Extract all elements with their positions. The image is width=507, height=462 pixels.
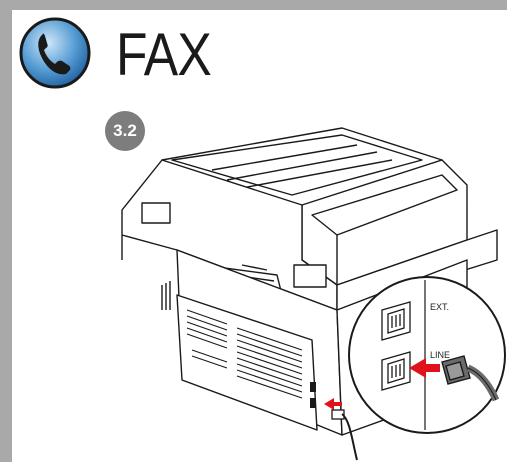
page-title: FAX xyxy=(116,21,212,88)
zoom-inset: EXT. LINE xyxy=(348,276,506,434)
vent-grille xyxy=(186,309,303,399)
hinge-right xyxy=(293,264,327,288)
ext-port xyxy=(381,301,411,341)
printer-illustration: EXT. LINE xyxy=(121,127,506,461)
cable-small xyxy=(331,409,358,461)
phone-icon xyxy=(19,17,91,89)
ext-port-label: EXT. xyxy=(430,302,449,312)
printer-ports xyxy=(310,382,316,408)
page-frame: FAX 3.2 xyxy=(12,10,507,462)
red-arrow-small xyxy=(324,398,342,410)
phone-cable-plug xyxy=(441,355,500,402)
hinge-left xyxy=(141,202,171,224)
line-port xyxy=(381,351,411,391)
back-cover xyxy=(176,294,318,431)
right-panel xyxy=(336,229,498,311)
line-port-label: LINE xyxy=(430,350,450,360)
step-badge: 3.2 xyxy=(105,111,145,151)
red-arrow-large xyxy=(409,358,440,378)
